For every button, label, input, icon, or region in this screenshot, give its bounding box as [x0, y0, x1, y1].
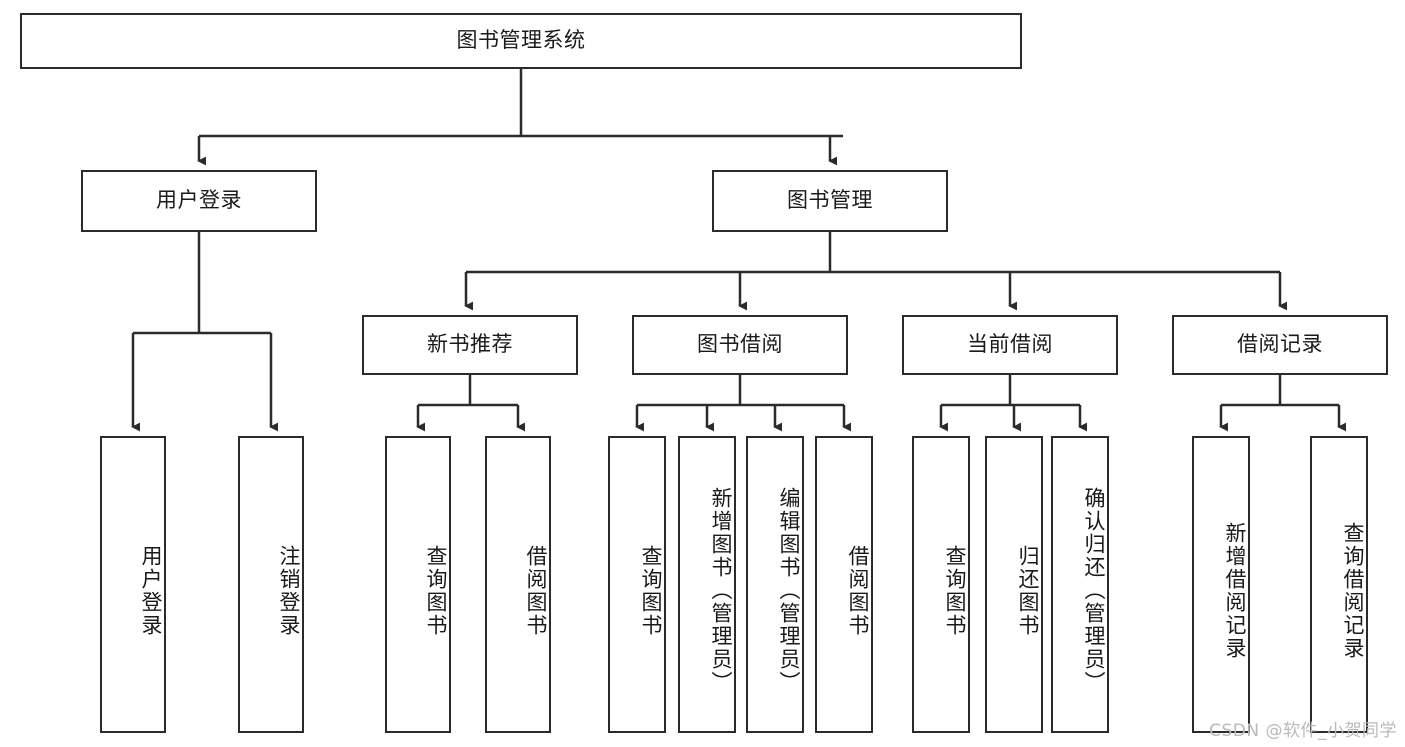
node-book-management-label: 图书管理: [787, 188, 873, 213]
watermark: CSDN @软件_小贺同学: [1209, 721, 1397, 741]
leaf-label: 注销登录: [277, 544, 301, 637]
node-borrow-record-label: 借阅记录: [1237, 332, 1323, 357]
node-new-book-recommend-label: 新书推荐: [427, 332, 513, 357]
leaf-label: 归还图书: [1016, 544, 1040, 637]
node-root[interactable]: 图书管理系统: [20, 13, 1022, 69]
node-current-borrow-label: 当前借阅: [967, 332, 1053, 357]
leaf-label: 新增借阅记录: [1223, 521, 1247, 660]
node-borrow-record[interactable]: 借阅记录: [1172, 315, 1388, 375]
leaf-label: 确认归还（管理员）: [1082, 487, 1106, 694]
leaf-user-login[interactable]: 用户登录: [100, 436, 166, 733]
leaf-query-book-newbook[interactable]: 查询图书: [385, 436, 451, 733]
leaf-add-borrow-record[interactable]: 新增借阅记录: [1192, 436, 1250, 733]
leaf-borrow-book-newbook[interactable]: 借阅图书: [485, 436, 551, 733]
node-current-borrow[interactable]: 当前借阅: [902, 315, 1118, 375]
leaf-label: 用户登录: [139, 544, 163, 637]
leaf-logout[interactable]: 注销登录: [238, 436, 304, 733]
node-book-management[interactable]: 图书管理: [712, 170, 948, 232]
node-book-borrow[interactable]: 图书借阅: [632, 315, 848, 375]
leaf-borrow-book[interactable]: 借阅图书: [815, 436, 873, 733]
leaf-label: 查询借阅记录: [1341, 521, 1365, 660]
leaf-label: 查询图书: [424, 544, 448, 637]
leaf-edit-book-admin[interactable]: 编辑图书（管理员）: [746, 436, 804, 733]
leaf-label: 借阅图书: [846, 544, 870, 637]
leaf-label: 查询图书: [639, 544, 663, 637]
leaf-query-book-borrow[interactable]: 查询图书: [608, 436, 666, 733]
leaf-label: 编辑图书（管理员）: [777, 487, 801, 694]
leaf-label: 新增图书（管理员）: [709, 487, 733, 694]
leaf-label: 查询图书: [943, 544, 967, 637]
node-root-label: 图书管理系统: [456, 28, 586, 53]
leaf-return-book[interactable]: 归还图书: [985, 436, 1043, 733]
leaf-confirm-return-admin[interactable]: 确认归还（管理员）: [1051, 436, 1109, 733]
leaf-label: 借阅图书: [524, 544, 548, 637]
leaf-query-book-current[interactable]: 查询图书: [912, 436, 970, 733]
leaf-query-borrow-record[interactable]: 查询借阅记录: [1310, 436, 1368, 733]
node-user-login-label: 用户登录: [156, 188, 242, 213]
node-new-book-recommend[interactable]: 新书推荐: [362, 315, 578, 375]
node-book-borrow-label: 图书借阅: [697, 332, 783, 357]
leaf-add-book-admin[interactable]: 新增图书（管理员）: [678, 436, 736, 733]
node-user-login[interactable]: 用户登录: [81, 170, 317, 232]
